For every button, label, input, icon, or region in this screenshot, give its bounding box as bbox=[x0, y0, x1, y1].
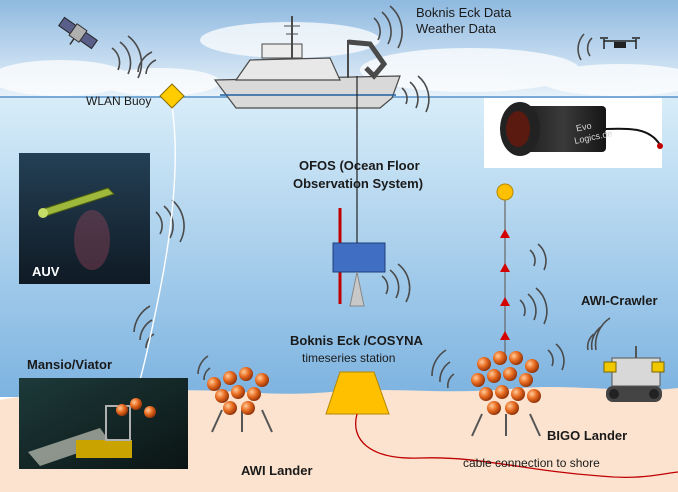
auv-photo[interactable] bbox=[19, 153, 150, 284]
ofos-label-line1: OFOS (Ocean Floor bbox=[299, 158, 420, 173]
shore-cable bbox=[355, 413, 678, 478]
acoustic-modem-icon bbox=[484, 98, 663, 168]
ofos-box[interactable] bbox=[332, 242, 386, 273]
ofos-label-line2: Observation System) bbox=[293, 176, 424, 191]
awi-lander-label: AWI Lander bbox=[241, 463, 313, 478]
wlan-buoy-icon[interactable] bbox=[159, 83, 185, 109]
mooring-markers bbox=[500, 229, 510, 340]
drone-icon bbox=[600, 37, 640, 49]
cable-connection-label: cable connection to shore bbox=[463, 456, 600, 470]
satellite-icon bbox=[58, 16, 98, 50]
awi-crawler-label: AWI-Crawler bbox=[581, 293, 658, 308]
timeseries-station[interactable] bbox=[325, 371, 390, 415]
awi-lander-icon[interactable] bbox=[207, 367, 273, 433]
mansio-viator-label: Mansio/Viator bbox=[27, 357, 113, 372]
bigo-lander-label: BIGO Lander bbox=[547, 428, 628, 443]
weather-data-label: Weather Data bbox=[416, 21, 496, 36]
ofos-fin bbox=[349, 271, 365, 307]
auv-label: AUV bbox=[32, 264, 60, 279]
clouds bbox=[0, 22, 678, 96]
radio-waves bbox=[111, 5, 611, 389]
station-label-line1: Boknis Eck /COSYNA bbox=[290, 333, 423, 348]
mooring-float bbox=[496, 183, 514, 201]
station-label-line2: timeseries station bbox=[302, 351, 396, 365]
awi-crawler-icon[interactable] bbox=[603, 346, 665, 402]
research-ship-icon[interactable] bbox=[213, 16, 401, 109]
boknis-eck-data-label: Boknis Eck Data bbox=[416, 5, 512, 20]
wlan-buoy-label: WLAN Buoy bbox=[86, 94, 152, 108]
bigo-lander-icon[interactable] bbox=[471, 351, 541, 437]
mansio-photo[interactable] bbox=[19, 378, 188, 469]
